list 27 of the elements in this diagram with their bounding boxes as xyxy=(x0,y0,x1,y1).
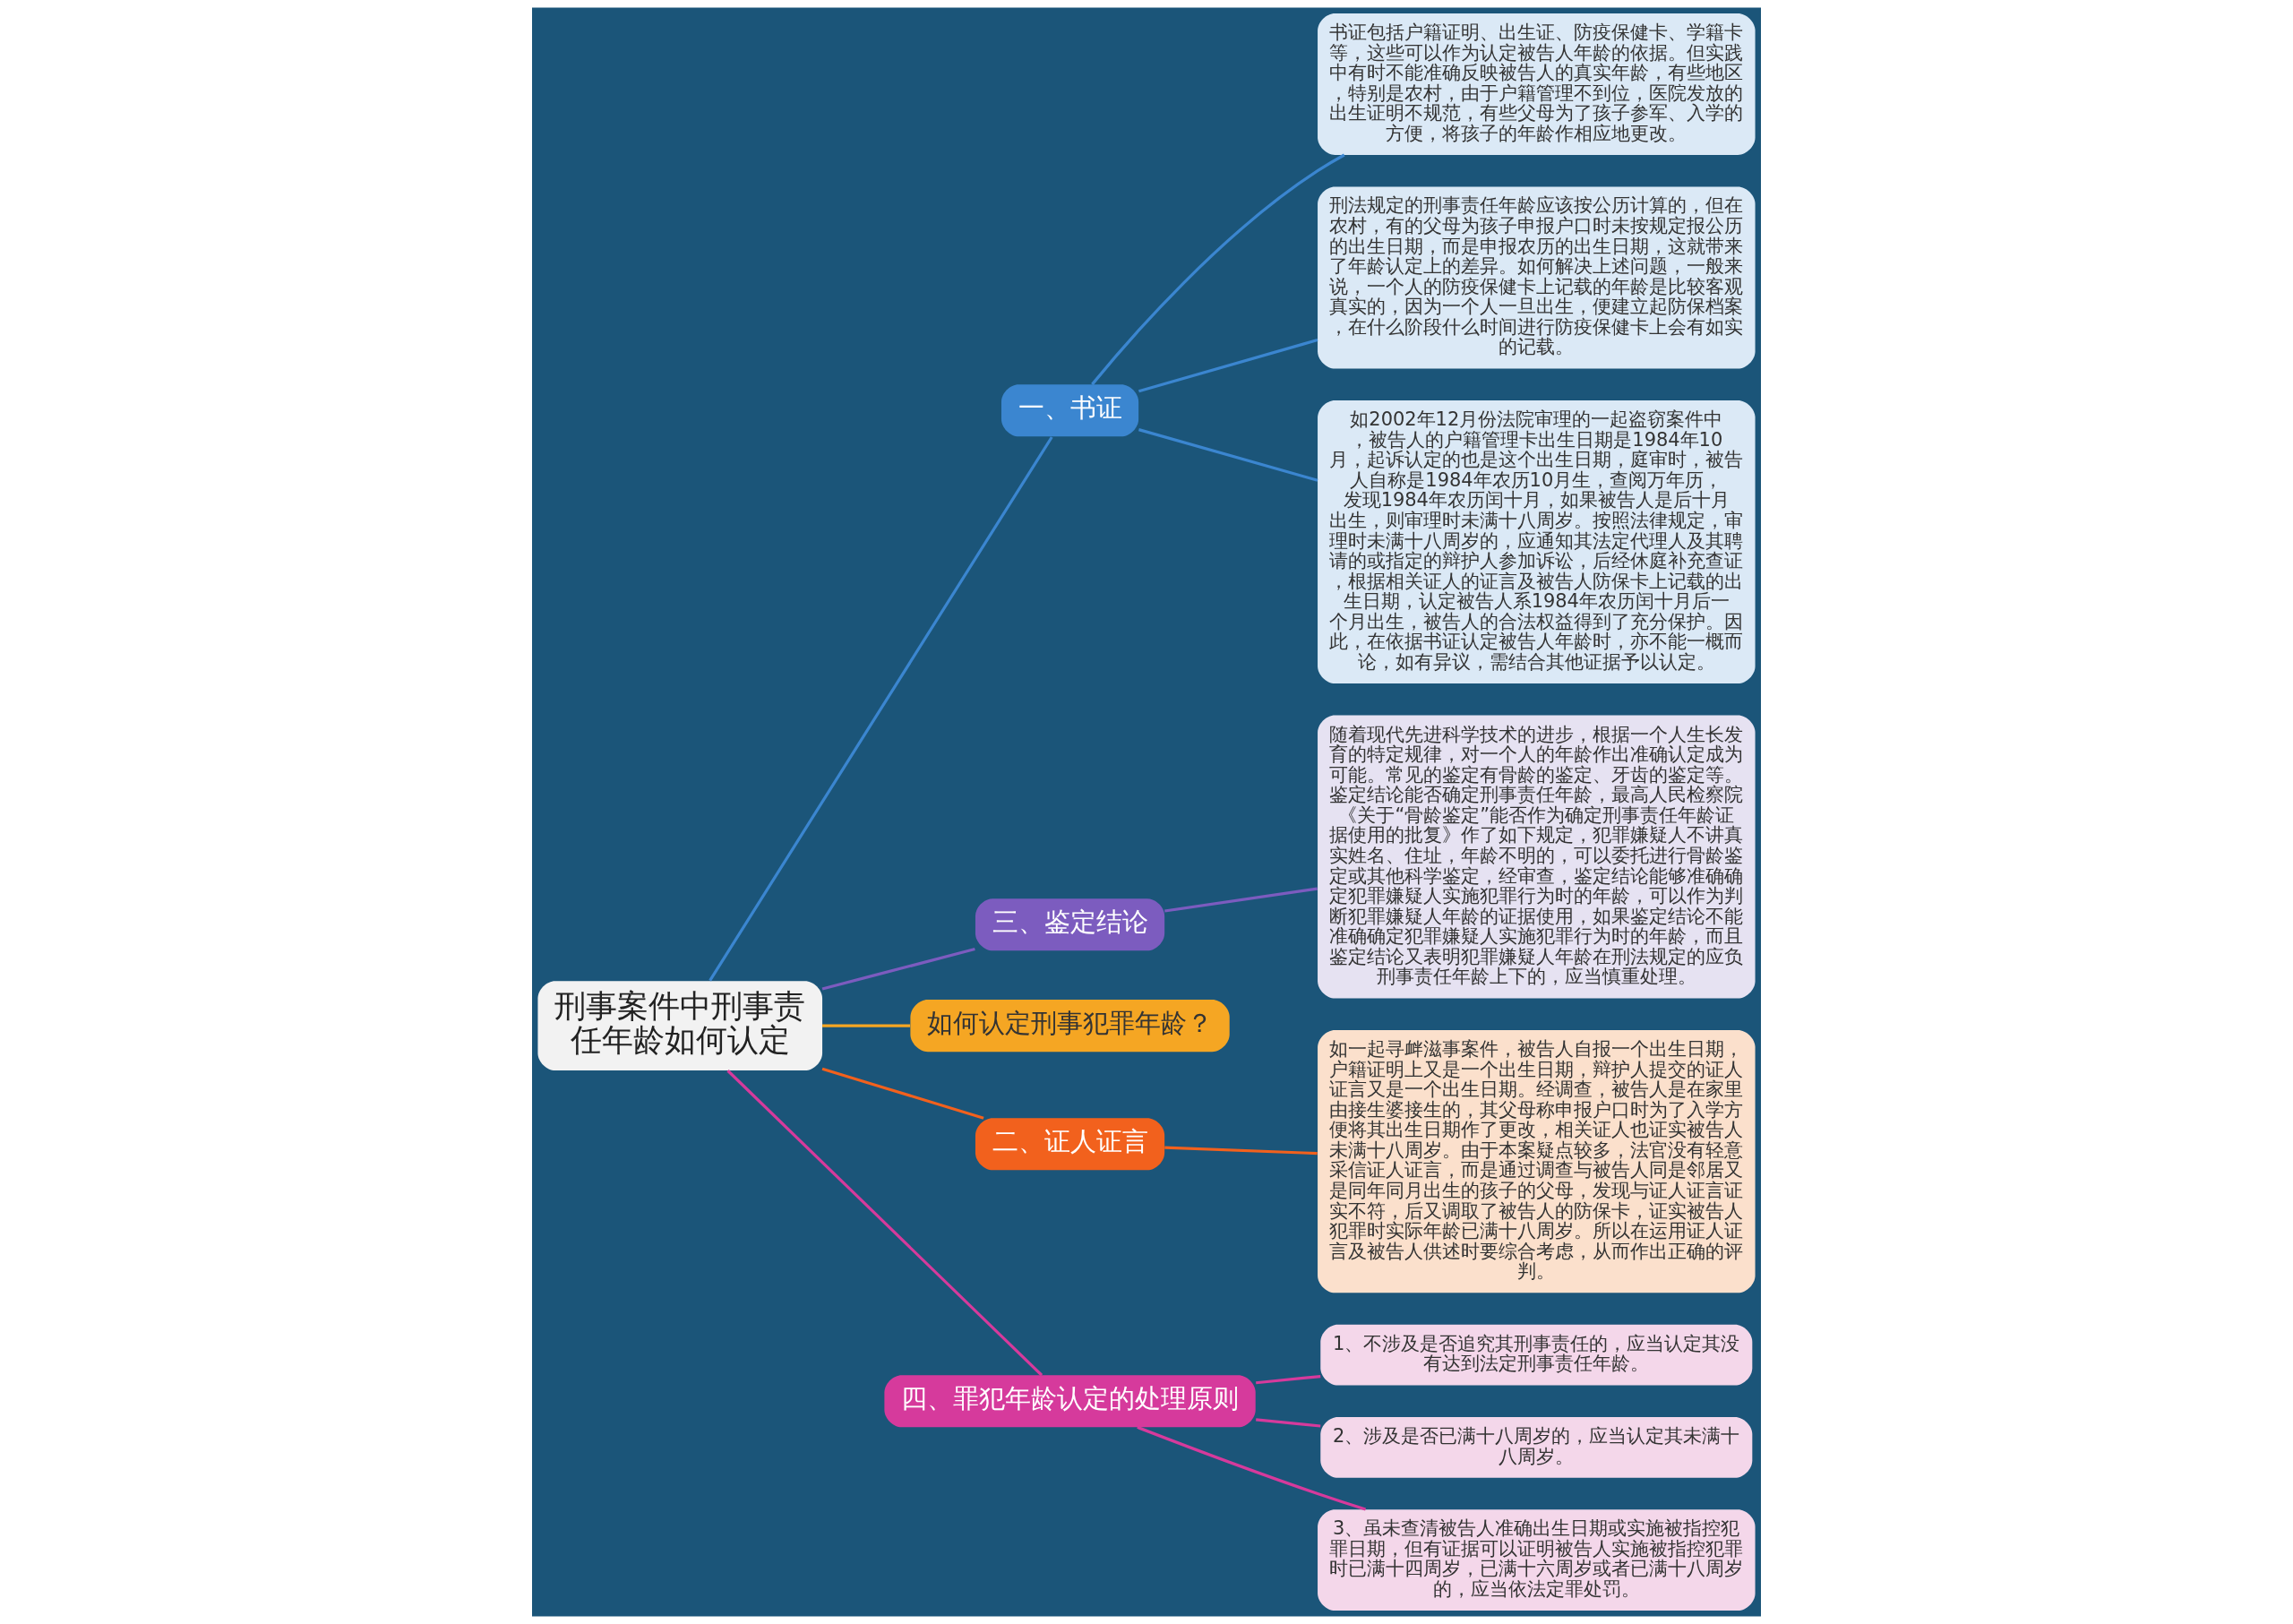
node-box: 如2002年12月份法院审理的一起盗窃案件中，被告人的户籍管理卡出生日期是1984年10月，起诉认定的也是这个出生日期，庭审时，被告人自称是1984年农历10月生，查阅万年历，发现1984年农历闰十月，如果被告人是后十月出生，则审理时未满十八周岁。按照法律规定，审理时未满十八周岁的，应通知其法定代理人及其聘请的或指定的辩护人参加诉讼，后经休庭补充查证，根据相关证人的证言及被告人防保卡上记载的出生日期，认定被告人系1984年农历闰十月后一个月出生，被告人的合法权益得到了充分保护。因此，在依据书证认定被告人年龄时，亦不能一概而论，如有异议，需结合其他证据予以认定。 xyxy=(1318,400,1756,683)
connector xyxy=(1091,153,1345,386)
connector xyxy=(1256,1418,1321,1428)
connector xyxy=(1138,428,1318,482)
connector xyxy=(822,1024,911,1027)
connector xyxy=(709,436,1053,982)
node-box: 书证包括户籍证明、出生证、防疫保健卡、学籍卡等，这些可以作为认定被告人年龄的依据。但实践中有时不能准确反映被告人的真实年龄，有些地区，特别是农村，由于户籍管理不到位，医院发放的出生证明不规范，有些父母为了孩子参军、入学的方便，将孩子的年龄作相应地更改。 xyxy=(1318,13,1756,155)
node-box: 随着现代先进科学技术的进步，根据一个人生长发育的特定规律，对一个人的年龄作出准确认定成为可能。常见的鉴定有骨龄的鉴定、牙齿的鉴定等。鉴定结论能否确定刑事责任年龄，最高人民检察院《关于“骨龄鉴定”能否作为确定刑事责任年龄证据使用的批复》作了如下规定，犯罪嫌疑人不讲真实姓名、住址，年龄不明的，可以委托进行骨龄鉴定或其他科学鉴定，经审查，鉴定结论能够准确确定犯罪嫌疑人实施犯罪行为时的年龄，可以作为判断犯罪嫌疑人年龄的证据使用，如果鉴定结论不能准确确定犯罪嫌疑人实施犯罪行为时的年龄，而且鉴定结论又表明犯罪嫌疑人年龄在刑法规定的应负刑事责任年龄上下的，应当慎重处理。 xyxy=(1318,715,1756,999)
connector xyxy=(1138,339,1318,393)
node-box: 如一起寻衅滋事案件，被告人自报一个出生日期，户籍证明上又是一个出生日期，辩护人提交的证人证言又是一个出生日期。经调查，被告人是在家里由接生婆接生的，其父母称申报户口时为了入学方便将其出生日期作了更改，相关证人也证实被告人未满十八周岁。由于本案疑点较多，法官没有轻意采信证人证言，而是通过调查与被告人同是邻居又是同年同月出生的孩子的父母，发现与证人证言证实不符，后又调取了被告人的防保卡，证实被告人犯罪时实际年龄已满十八周岁。所以在运用证人证言及被告人供述时要综合考虑，从而作出正确的评判。 xyxy=(1318,1029,1756,1293)
node-box: 二、证人证言 xyxy=(975,1118,1165,1171)
node-box: 刑事案件中刑事责任年龄如何认定 xyxy=(537,981,823,1071)
node-box: 四、罪犯年龄认定的处理原则 xyxy=(884,1375,1256,1428)
connector xyxy=(1256,1374,1321,1385)
node-box: 如何认定刑事犯罪年龄？ xyxy=(910,1000,1230,1053)
node-box: 刑法规定的刑事责任年龄应该按公历计算的，但在农村，有的父母为孩子申报户口时未按规定报公历的出生日期，而是申报农历的出生日期，这就带来了年龄认定上的差异。如何解决上述问题，一般来说，一个人的防疫保健卡上记载的年龄是比较客观真实的，因为一个人一旦出生，便建立起防保档案，在什么阶段什么时间进行防疫保健卡上会有如实的记载。 xyxy=(1318,186,1756,369)
connector xyxy=(1164,1146,1318,1156)
connector xyxy=(1137,1425,1367,1511)
node-box: 3、虽未查清被告人准确出生日期或实施被指控犯罪日期，但有证据可以证明被告人实施被指控犯罪时已满十四周岁，已满十六周岁或者已满十八周岁的，应当依法定罪处罚。 xyxy=(1318,1509,1756,1611)
connector xyxy=(726,1070,1043,1377)
connector xyxy=(821,1067,984,1120)
connector xyxy=(821,948,975,991)
node-box: 1、不涉及是否追究其刑事责任的，应当认定其没有达到法定刑事责任年龄。 xyxy=(1320,1324,1753,1386)
connector xyxy=(1164,887,1318,913)
node-box: 一、书证 xyxy=(1001,384,1139,437)
node-box: 2、涉及是否已满十八周岁的，应当认定其未满十八周岁。 xyxy=(1320,1417,1753,1478)
node-box: 三、鉴定结论 xyxy=(975,898,1165,951)
